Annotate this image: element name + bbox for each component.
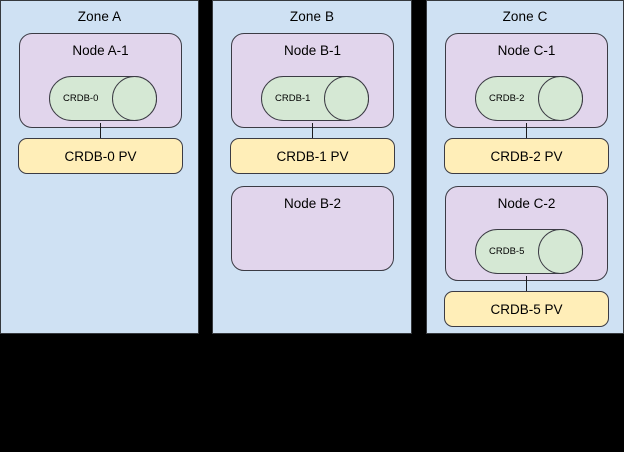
database-crdb-1[interactable]: CRDB-1 bbox=[261, 76, 369, 121]
node-a-1-title: Node A-1 bbox=[72, 43, 129, 58]
node-c-1[interactable]: Node C-1 CRDB-2 bbox=[445, 33, 608, 128]
database-crdb-2[interactable]: CRDB-2 bbox=[475, 76, 583, 121]
pv-crdb-2[interactable]: CRDB-2 PV bbox=[444, 138, 609, 174]
database-cylinder-cap bbox=[538, 229, 583, 274]
pv-crdb-0[interactable]: CRDB-0 PV bbox=[18, 138, 183, 174]
node-c-2[interactable]: Node C-2 CRDB-5 bbox=[445, 186, 608, 281]
zone-c-title: Zone C bbox=[502, 9, 548, 24]
pv-crdb-1-label: CRDB-1 PV bbox=[276, 148, 349, 164]
zone-b-title: Zone B bbox=[289, 9, 335, 24]
database-crdb-1-label: CRDB-1 bbox=[275, 93, 311, 104]
database-crdb-0-label: CRDB-0 bbox=[63, 93, 99, 104]
connector-node-a-1-to-pv bbox=[100, 123, 101, 140]
pv-crdb-5-label: CRDB-5 PV bbox=[490, 301, 563, 317]
zone-a-title: Zone A bbox=[77, 9, 122, 24]
node-c-1-title: Node C-1 bbox=[497, 43, 556, 58]
node-a-1[interactable]: Node A-1 CRDB-0 bbox=[19, 33, 182, 128]
database-cylinder-cap bbox=[324, 76, 369, 121]
zone-a[interactable]: Zone A Node A-1 CRDB-0 CRDB-0 PV bbox=[0, 0, 199, 334]
database-crdb-5-label: CRDB-5 bbox=[489, 246, 525, 257]
connector-node-c-2-to-pv bbox=[526, 276, 527, 293]
pv-crdb-2-label: CRDB-2 PV bbox=[490, 148, 563, 164]
database-cylinder-cap bbox=[112, 76, 157, 121]
pv-crdb-1[interactable]: CRDB-1 PV bbox=[230, 138, 395, 174]
node-b-1-title: Node B-1 bbox=[283, 43, 342, 58]
node-b-2[interactable]: Node B-2 bbox=[231, 186, 394, 271]
pv-crdb-0-label: CRDB-0 PV bbox=[64, 148, 137, 164]
node-c-2-title: Node C-2 bbox=[497, 196, 556, 211]
database-crdb-2-label: CRDB-2 bbox=[489, 93, 525, 104]
database-crdb-5[interactable]: CRDB-5 bbox=[475, 229, 583, 274]
database-cylinder-cap bbox=[538, 76, 583, 121]
node-b-2-title: Node B-2 bbox=[283, 196, 342, 211]
pv-crdb-5[interactable]: CRDB-5 PV bbox=[444, 291, 609, 327]
zone-c[interactable]: Zone C Node C-1 CRDB-2 CRDB-2 PV Node C-… bbox=[426, 0, 624, 334]
zone-b[interactable]: Zone B Node B-1 CRDB-1 CRDB-1 PV Node B-… bbox=[212, 0, 412, 334]
node-b-1[interactable]: Node B-1 CRDB-1 bbox=[231, 33, 394, 128]
connector-node-c-1-to-pv bbox=[526, 123, 527, 140]
connector-node-b-1-to-pv bbox=[312, 123, 313, 140]
database-crdb-0[interactable]: CRDB-0 bbox=[49, 76, 157, 121]
